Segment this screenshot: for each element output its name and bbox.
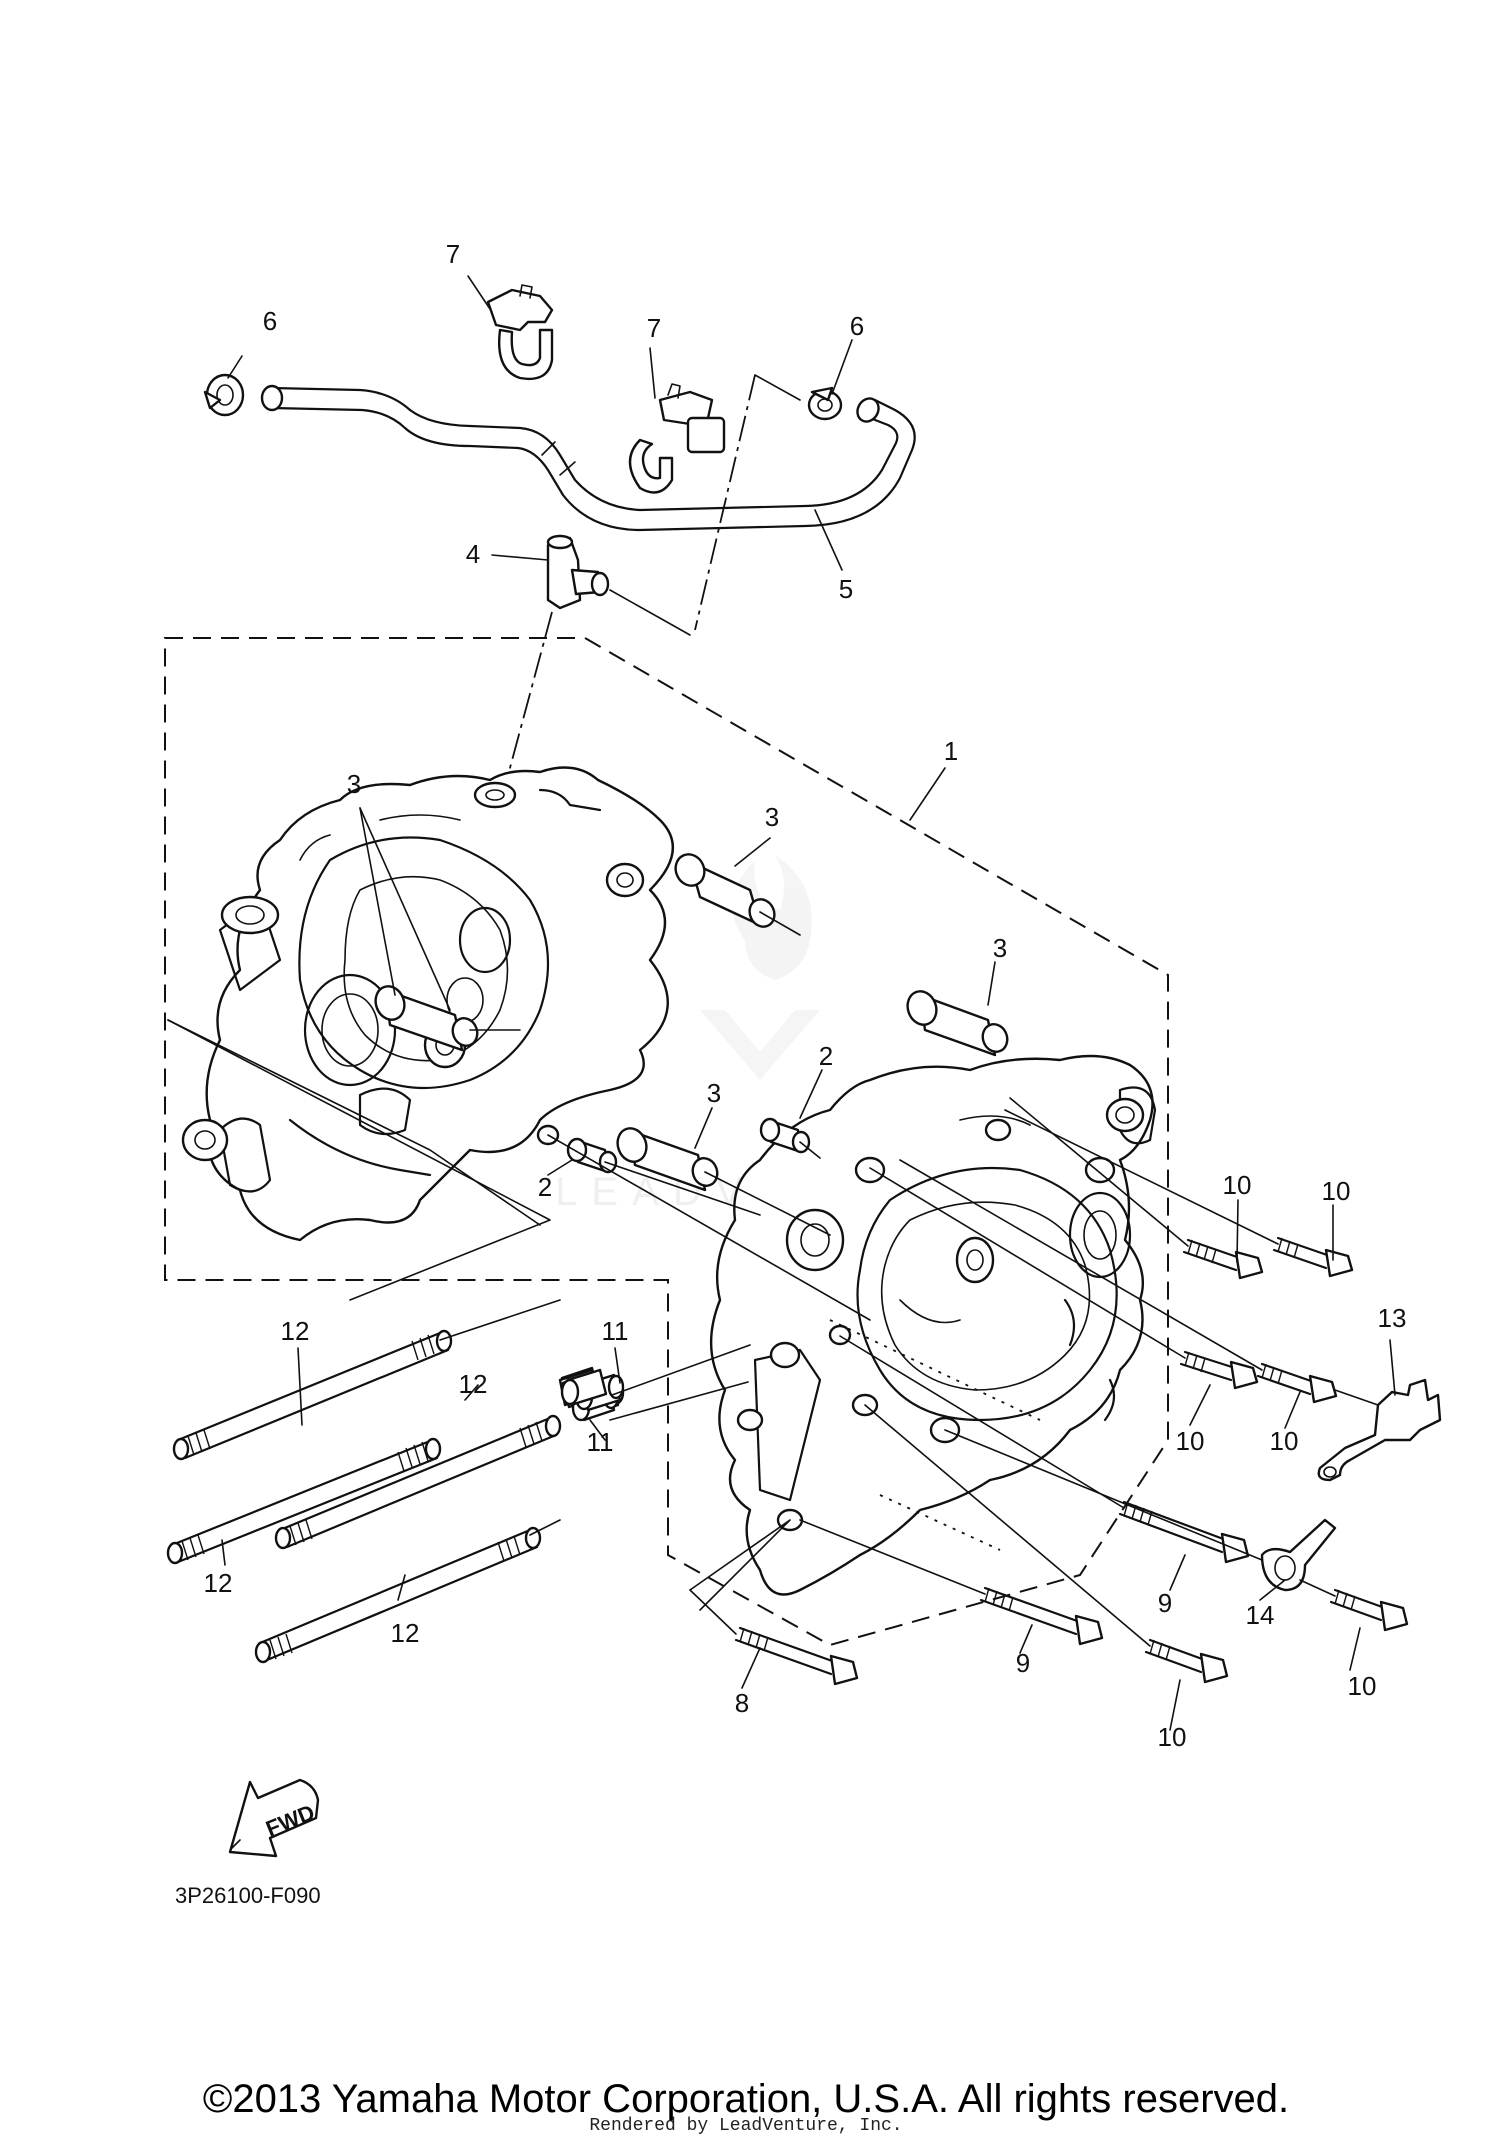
callout-12-d: 12 xyxy=(391,1618,420,1648)
crankcase-right-half xyxy=(710,1054,1157,1596)
bolt-10-a xyxy=(1182,1238,1264,1280)
callout-11-upper: 11 xyxy=(602,1316,629,1346)
lower-collar-11 xyxy=(560,1368,608,1406)
breather-fitting xyxy=(546,534,610,610)
callout-3-left: 3 xyxy=(347,769,361,799)
callout-12-a: 12 xyxy=(281,1316,310,1346)
callout-8: 9 xyxy=(1158,1588,1172,1618)
callout-10-d: 10 xyxy=(1270,1426,1299,1456)
callout-9-lower: 8 xyxy=(735,1688,749,1718)
callout-10-b: 10 xyxy=(1322,1176,1351,1206)
hose-holder-upper xyxy=(486,284,554,381)
callout-14: 14 xyxy=(1246,1600,1275,1630)
callout-10-e: 10 xyxy=(1348,1671,1377,1701)
crankcase-assembly-outline xyxy=(164,637,1169,1647)
plate-14 xyxy=(1260,1518,1337,1592)
bolts xyxy=(734,1236,1442,1686)
callout-12-c: 12 xyxy=(204,1568,233,1598)
leader-lines xyxy=(221,275,1396,1731)
hose-clamp-left xyxy=(203,373,245,417)
diagram-code: 3P26100-F090 xyxy=(175,1883,321,1908)
callout-3-right: 3 xyxy=(993,933,1007,963)
callout-6-left: 6 xyxy=(263,306,277,336)
callout-3-upper: 3 xyxy=(765,802,779,832)
callout-6-right: 6 xyxy=(850,311,864,341)
callout-10-f: 10 xyxy=(1158,1722,1187,1752)
bolt-10-f xyxy=(1144,1638,1229,1684)
hose-end-left xyxy=(260,384,284,412)
callout-7-lower: 7 xyxy=(647,313,661,343)
bracket-13 xyxy=(1317,1378,1442,1482)
callout-labels: 7 7 6 6 4 5 1 3 3 3 3 2 2 10 10 13 12 12… xyxy=(204,239,1407,1752)
bolt-10-c xyxy=(1179,1350,1259,1390)
bolt-10-d xyxy=(1256,1362,1338,1404)
bolt-reference-lines xyxy=(167,911,1379,1647)
breather-hose-group xyxy=(203,284,916,610)
studs-12 xyxy=(166,1329,562,1664)
callout-7-upper: 7 xyxy=(446,239,460,269)
breather-hose xyxy=(270,386,899,512)
callout-3-middle: 3 xyxy=(707,1078,721,1108)
callout-13: 13 xyxy=(1378,1303,1407,1333)
callout-4: 4 xyxy=(466,539,480,569)
copyright-notice: ©2013 Yamaha Motor Corporation, U.S.A. A… xyxy=(203,2077,1289,2121)
callout-1: 1 xyxy=(944,736,958,766)
bolt-8 xyxy=(1118,1500,1250,1564)
bolt-10-e xyxy=(1329,1588,1409,1632)
hose-end-right xyxy=(856,397,880,423)
callout-10-a: 10 xyxy=(1223,1170,1252,1200)
callout-11-lower: 11 xyxy=(587,1427,614,1457)
hose-clamp-right xyxy=(807,386,843,421)
hose-holder-lower xyxy=(628,383,726,494)
callout-2-left: 2 xyxy=(538,1172,552,1202)
reference-lines xyxy=(499,374,801,806)
callout-5: 5 xyxy=(839,574,853,604)
callout-2-right: 2 xyxy=(819,1041,833,1071)
bolt-9-a xyxy=(979,1586,1104,1646)
rendered-by-notice: Rendered by LeadVenture, Inc. xyxy=(589,2116,902,2135)
callout-12-b: 12 xyxy=(459,1369,488,1399)
bolt-9-b xyxy=(734,1626,859,1686)
fwd-arrow-icon: FWD xyxy=(228,1778,320,1858)
callout-9-upper: 9 xyxy=(1016,1648,1030,1678)
callout-10-c: 10 xyxy=(1176,1426,1205,1456)
bolt-10-b xyxy=(1272,1236,1354,1278)
